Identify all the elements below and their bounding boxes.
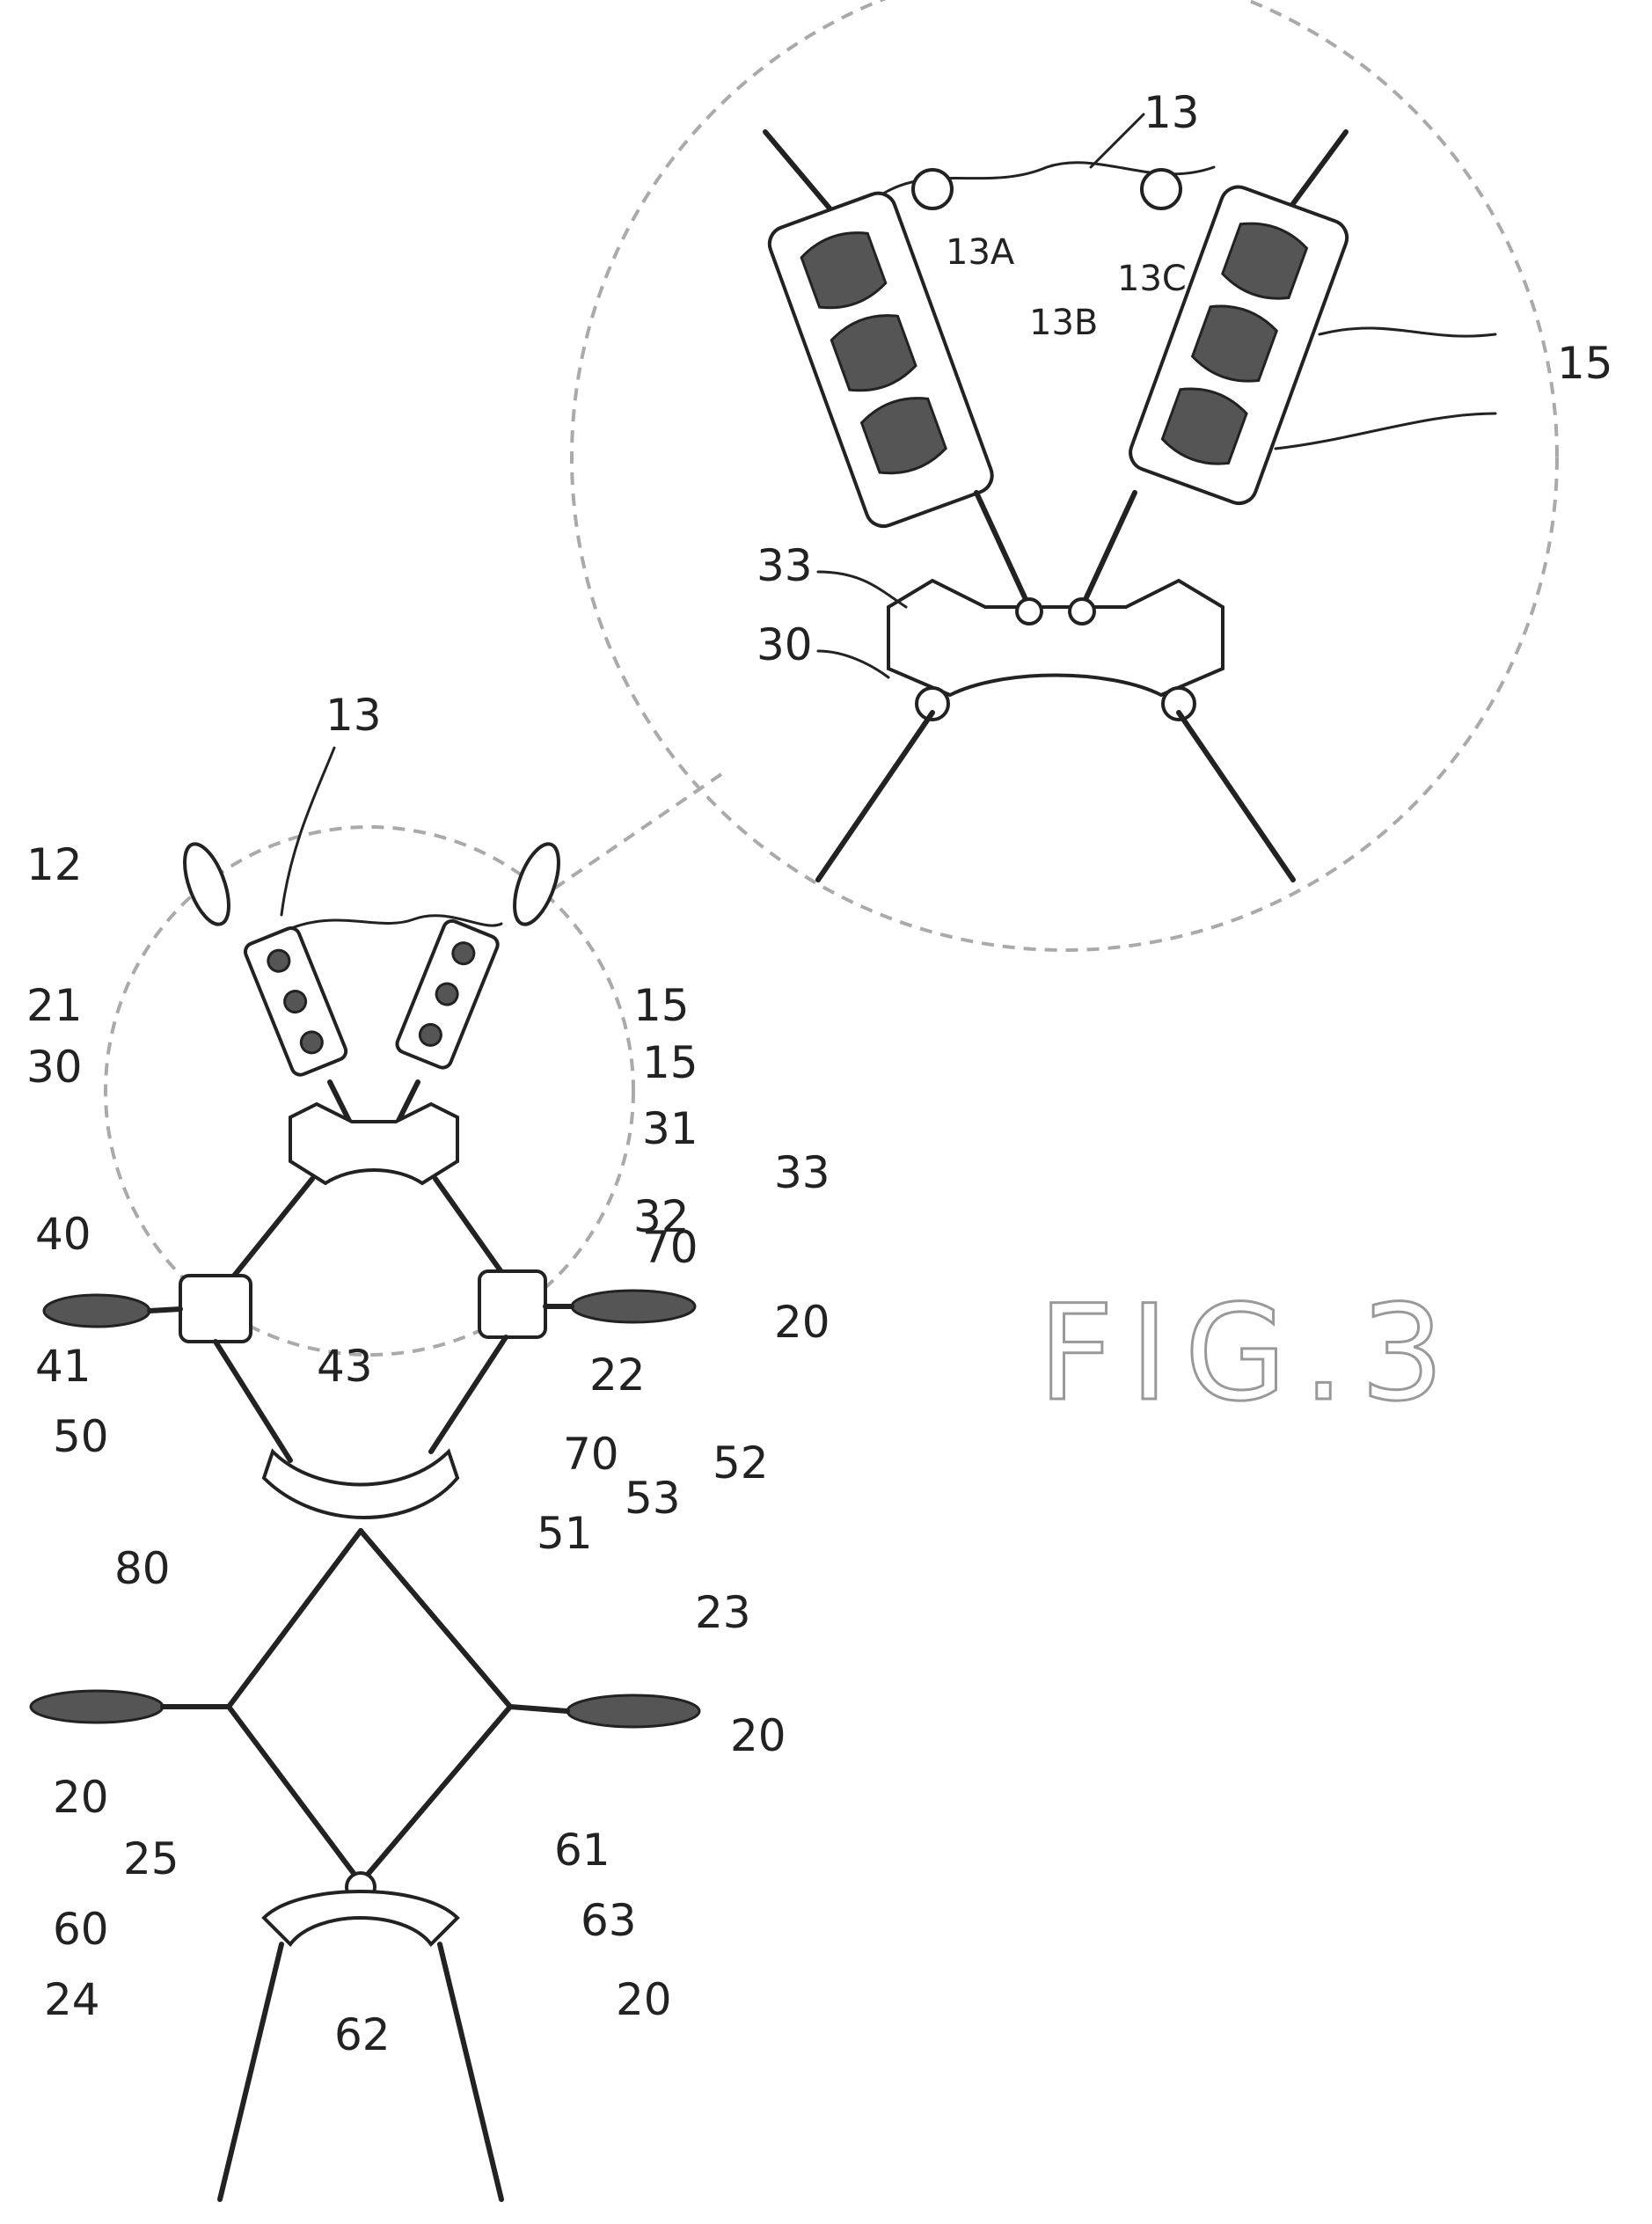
label-43: 43 <box>317 1341 373 1392</box>
label-61: 61 <box>554 1825 610 1876</box>
label-20-bottom: 20 <box>616 1974 672 2025</box>
label-30: 30 <box>26 1042 83 1093</box>
detail-view: 13 13A 13B 13C 15 33 30 <box>554 0 1613 950</box>
label-70-upper: 70 <box>642 1222 698 1273</box>
label-13c: 13C <box>1117 259 1187 299</box>
chain-20-right-lower <box>567 1695 699 1727</box>
label-30-detail: 30 <box>757 619 813 670</box>
label-41: 41 <box>35 1341 91 1392</box>
link-right-detail <box>1082 493 1135 607</box>
chain-20-left-upper <box>44 1295 150 1327</box>
link-left-detail <box>976 493 1029 607</box>
label-31: 31 <box>642 1103 698 1154</box>
chain-80-upper-right <box>361 1531 510 1707</box>
label-33-detail: 33 <box>757 540 813 591</box>
label-13: 13 <box>325 690 382 741</box>
label-62: 62 <box>334 2009 391 2060</box>
label-80: 80 <box>114 1543 171 1594</box>
plate-30 <box>290 1104 457 1183</box>
label-23: 23 <box>695 1587 751 1638</box>
chain-20-right-upper <box>572 1291 695 1322</box>
chain-bottom-right <box>440 1944 501 2199</box>
label-21: 21 <box>26 980 83 1031</box>
hook-left <box>176 838 238 930</box>
main-view: 13 12 15 15 21 30 31 33 32 40 70 20 41 4… <box>26 690 830 2199</box>
label-52: 52 <box>713 1438 769 1489</box>
connector-40-left <box>180 1276 251 1342</box>
label-13a: 13A <box>946 232 1015 273</box>
chain-right-top <box>1284 132 1346 216</box>
label-53: 53 <box>625 1473 681 1524</box>
plate-50 <box>264 1452 457 1518</box>
label-33: 33 <box>774 1147 830 1198</box>
label-20-left: 20 <box>53 1772 109 1823</box>
figure-caption: FIG.3 <box>1038 1277 1460 1430</box>
label-51: 51 <box>537 1508 593 1559</box>
label-63: 63 <box>581 1895 637 1946</box>
rod-70-right <box>435 1179 510 1284</box>
rod-right-detail <box>1179 713 1293 880</box>
rod-left-detail <box>818 713 932 880</box>
chain-left-top <box>765 132 836 216</box>
plate-30-detail <box>888 581 1223 695</box>
chain-20-lower-left <box>229 1707 361 1883</box>
label-15-lower: 15 <box>642 1037 698 1088</box>
link-13a <box>913 170 952 208</box>
label-20-upper-right: 20 <box>774 1297 830 1348</box>
label-20-lower-right: 20 <box>730 1710 786 1761</box>
connector-40-right <box>479 1271 545 1337</box>
chain-20-left-lower <box>31 1691 163 1723</box>
label-25: 25 <box>123 1833 179 1884</box>
tensioner-right-detail <box>1125 182 1351 508</box>
label-15-upper: 15 <box>633 980 690 1031</box>
label-50: 50 <box>53 1411 109 1462</box>
tensioner-right <box>394 918 500 1071</box>
label-15-detail: 15 <box>1557 338 1613 389</box>
tensioner-left <box>243 925 348 1078</box>
detail-boundary <box>572 0 1557 950</box>
label-40: 40 <box>35 1209 91 1260</box>
chain-20-lower-right <box>361 1707 510 1883</box>
plate-60 <box>264 1891 457 1944</box>
label-70-lower: 70 <box>563 1429 619 1480</box>
label-13-detail: 13 <box>1144 87 1200 138</box>
link-13c <box>1142 170 1181 208</box>
label-60: 60 <box>53 1904 109 1955</box>
label-13b: 13B <box>1029 303 1098 343</box>
detail-leader <box>554 774 721 889</box>
chain-bottom-left <box>220 1944 281 2199</box>
chain-80-upper-left <box>229 1531 361 1707</box>
label-24: 24 <box>44 1974 100 2025</box>
label-22: 22 <box>589 1350 646 1401</box>
label-12: 12 <box>26 839 83 890</box>
